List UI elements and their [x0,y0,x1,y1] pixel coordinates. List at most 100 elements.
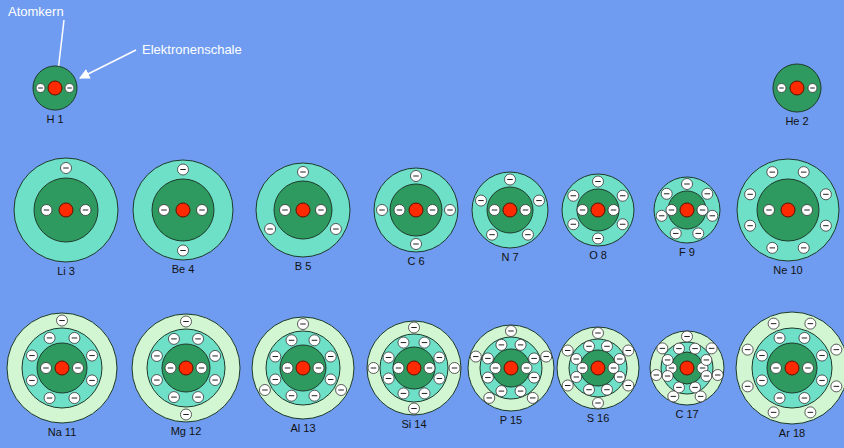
atom-model: P 15 [468,325,554,427]
atom-drawing [256,163,350,257]
electron [771,363,782,374]
atom-drawing [654,177,720,243]
electron [41,363,52,374]
electron [601,341,612,352]
element-label: C 6 [374,255,458,268]
electron [764,205,775,216]
electron [562,380,573,391]
electron-shell [767,343,817,393]
atom-model: Na 11 [7,313,117,439]
electron [623,345,634,356]
electron [798,167,809,178]
atom-drawing [773,64,821,112]
electron [270,351,281,362]
atom-drawing [7,313,117,423]
atom-drawing [737,159,839,261]
electron [805,407,816,418]
electron [534,195,545,206]
electron [210,350,221,361]
electron [286,335,297,346]
electron-shell [557,327,639,409]
electron [87,375,98,386]
element-label: F 9 [654,246,720,259]
electron [496,386,507,397]
electron [309,390,320,401]
electron [196,363,207,374]
atom-drawing [736,312,844,424]
atom-drawing [468,325,554,411]
atom-model: N 7 [472,172,548,264]
electron [799,393,810,404]
electron [668,391,679,402]
electron [651,370,662,381]
electron [682,179,693,190]
electron-shell [374,168,458,252]
annotation-label: Elektronenschale [142,42,242,57]
electron [662,354,673,365]
electron [527,392,538,403]
electron [168,392,179,403]
electron [309,335,320,346]
electron [657,343,668,354]
electron [541,351,552,362]
electron [280,205,291,216]
element-label: Si 14 [367,418,461,431]
nucleus [296,361,310,375]
electron-shell [132,314,240,422]
electron [36,84,45,93]
electron [756,375,767,386]
leader-line [80,50,136,78]
electron-shell [650,331,724,405]
atom-drawing [374,168,458,252]
electron [313,363,324,374]
electron-shell [162,344,210,392]
electron [742,344,753,355]
electron [742,381,753,392]
electron [434,352,445,363]
element-label: P 15 [468,414,554,427]
electron [298,319,309,330]
electron [693,228,704,239]
electron [521,363,532,374]
electron [178,245,189,256]
electron [165,363,176,374]
electron [515,339,526,350]
electron [520,205,531,216]
element-label: O 8 [562,249,634,262]
electron [69,332,80,343]
atom-model: Ar 18 [736,312,844,440]
electron [427,205,438,216]
atom-model: F 9 [654,177,720,259]
electron [656,210,667,221]
electron [562,345,573,356]
electron-shell [37,343,87,393]
electron-shell [737,159,839,261]
nucleus [503,203,517,217]
electron [593,398,604,409]
electron-shell [487,187,533,233]
electron-shell [252,317,354,419]
electron [623,380,634,391]
electron [484,392,495,403]
electron-shell [393,347,435,389]
electron [522,229,533,240]
electron [701,354,712,365]
electron [515,386,526,397]
electron [670,228,681,239]
atom-drawing [472,172,548,248]
electron [593,176,604,187]
electron [614,371,625,382]
atom-drawing [557,327,639,409]
electron [398,337,409,348]
electron [298,167,309,178]
electron [73,363,84,374]
electron [411,239,422,250]
electron-shell [7,313,117,423]
electron [286,390,297,401]
electron [445,205,456,216]
electron [270,374,281,385]
electron [482,353,493,364]
atom-model: Mg 12 [132,314,240,438]
element-label: Li 3 [14,265,118,278]
electron [712,370,723,381]
